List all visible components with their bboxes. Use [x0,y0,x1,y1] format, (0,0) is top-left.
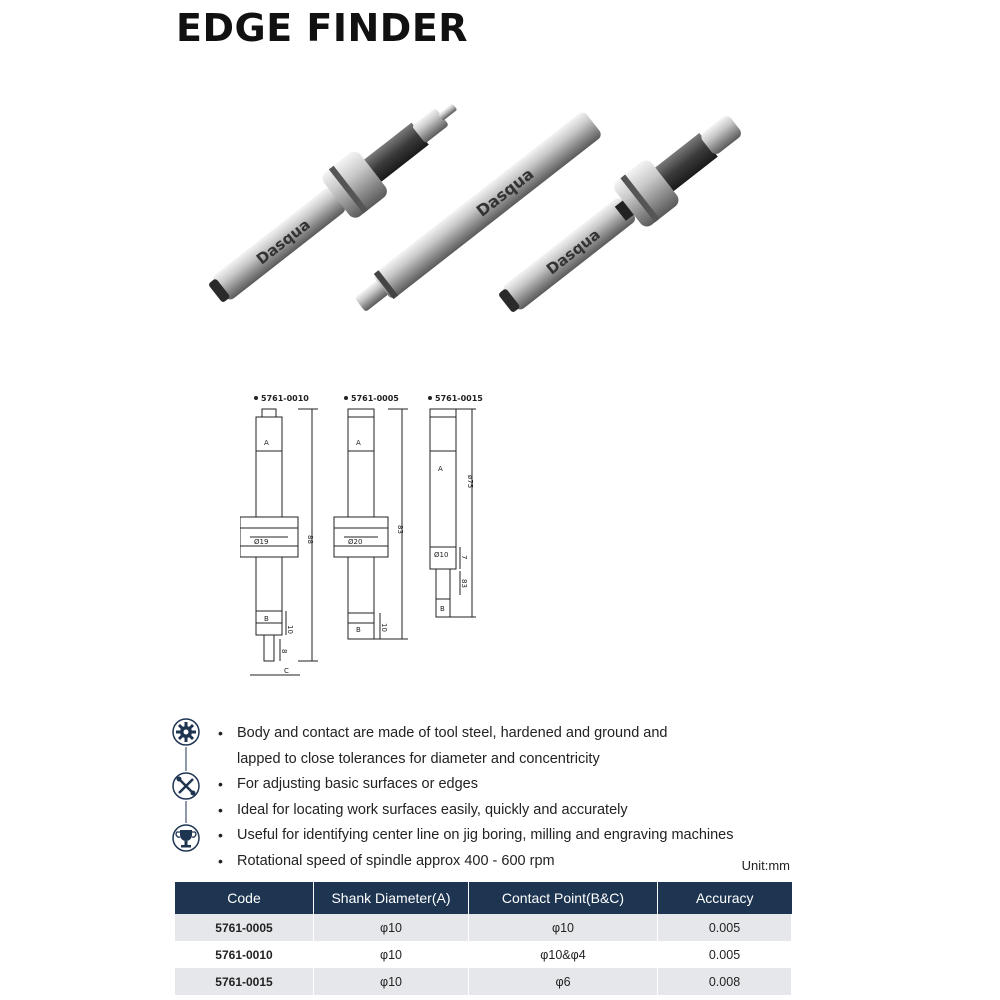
tools-icon [172,772,200,800]
svg-text:A: A [264,439,269,447]
feature-icons [172,718,200,852]
cell-contact-point: φ10 [468,914,658,941]
cell-contact-point: φ10&φ4 [468,941,658,968]
svg-text:Ø19: Ø19 [254,538,268,546]
table-row: 5761-0010 φ10 φ10&φ4 0.005 [175,941,792,968]
technical-drawing: 5761-0010 A Ø19 B C 88 10 8 5761-0005 A [240,394,483,676]
trophy-icon [172,824,200,852]
bullet-icon [428,396,432,400]
svg-text:Ø10: Ø10 [434,551,448,559]
feature-list: Body and contact are made of tool steel,… [218,721,734,874]
spec-table: Code Shank Diameter(A) Contact Point(B&C… [175,882,792,995]
table-row: 5761-0005 φ10 φ10 0.005 [175,914,792,941]
unit-label: Unit:mm [741,858,790,873]
svg-text:10: 10 [380,623,388,632]
cell-shank-diameter: φ10 [313,914,469,941]
svg-text:C: C [284,667,289,675]
svg-text:B: B [440,605,445,613]
svg-text:A: A [438,465,443,473]
svg-text:7: 7 [460,555,468,559]
list-item: For adjusting basic surfaces or edges [218,772,734,798]
list-item: Useful for identifying center line on ji… [218,823,734,849]
gear-icon [172,718,200,746]
cell-accuracy: 0.008 [657,968,792,995]
table-row: 5761-0015 φ10 φ6 0.008 [175,968,792,995]
list-item: Ideal for locating work surfaces easily,… [218,798,734,824]
features-section: Body and contact are made of tool steel,… [170,715,790,874]
svg-text:8: 8 [280,649,288,653]
svg-text:A: A [356,439,361,447]
cell-accuracy: 0.005 [657,914,792,941]
page-title: EDGE FINDER [176,6,469,50]
svg-text:B: B [356,626,361,634]
edge-finder-5761-0010-photo: Dasqua [209,104,457,302]
bullet-icon [344,396,348,400]
column-header-code: Code [175,882,314,914]
svg-text:Ø20: Ø20 [348,538,362,546]
column-header-accuracy: Accuracy [657,882,792,914]
cell-shank-diameter: φ10 [313,968,469,995]
svg-text:ø75: ø75 [466,475,474,488]
svg-text:88: 88 [306,535,314,544]
cell-shank-diameter: φ10 [313,941,469,968]
svg-text:83: 83 [396,525,404,534]
cell-accuracy: 0.005 [657,941,792,968]
list-item: lapped to close tolerances for diameter … [237,750,600,767]
drawing-code: 5761-0005 [351,394,399,403]
table-header-row: Code Shank Diameter(A) Contact Point(B&C… [175,882,792,914]
drawing-5761-0010: 5761-0010 A Ø19 B C 88 10 8 [240,394,318,676]
product-photo: Dasqua Dasqua Dasqua [209,104,741,312]
list-item: Body and contact are made of tool steel,… [218,721,734,747]
list-item: Rotational speed of spindle approx 400 -… [218,849,734,875]
cell-code: 5761-0015 [175,968,314,995]
drawing-5761-0015: 5761-0015 A Ø10 B ø75 7 83 [428,394,483,618]
cell-code: 5761-0005 [175,914,314,941]
bullet-icon [254,396,258,400]
edge-finder-5761-0015-photo: Dasqua [499,116,741,312]
drawing-code: 5761-0015 [435,394,483,403]
svg-text:10: 10 [286,625,294,634]
column-header-contact-point: Contact Point(B&C) [468,882,658,914]
column-header-shank-diameter: Shank Diameter(A) [313,882,469,914]
svg-text:83: 83 [460,579,468,588]
cell-contact-point: φ6 [468,968,658,995]
drawing-code: 5761-0010 [261,394,309,403]
svg-text:B: B [264,615,269,623]
drawing-5761-0005: 5761-0005 A Ø20 B 83 10 [333,394,408,640]
cell-code: 5761-0010 [175,941,314,968]
